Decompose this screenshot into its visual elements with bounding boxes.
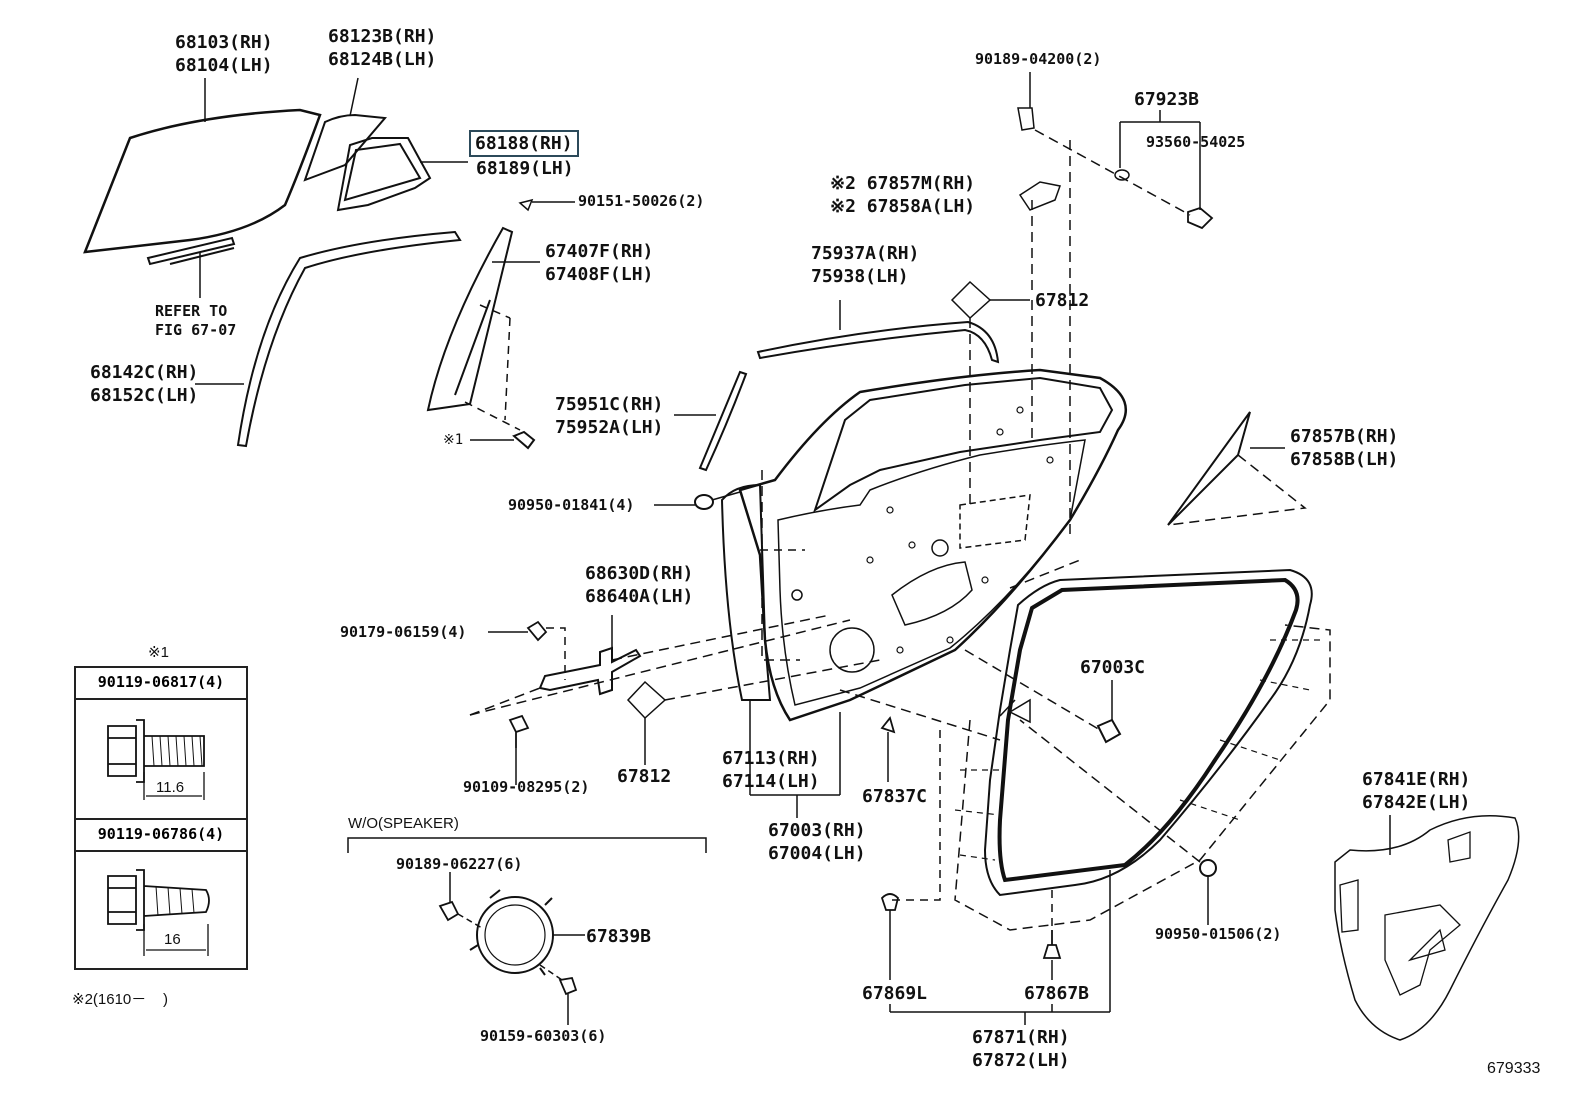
screw-90159-shape [558,976,578,996]
bolt-90109-shape [508,714,530,748]
door-window-frame [813,376,1114,513]
detail-dim2: 16 [164,931,181,948]
cover-67857m-shape [1018,181,1061,211]
clip-90189-shape [1017,107,1035,131]
outer-panel-67113 [720,483,772,701]
label-67857m: ※2 67857M(RH)※2 67858A(LH) [830,173,976,217]
run-channel-shape [236,230,462,448]
detail-bolts-drawing [107,719,210,956]
weatherstrip-shape [983,568,1313,897]
label-67003: 67003(RH)67004(LH) [768,820,866,864]
bolt-x1-shape [512,430,536,450]
detail-dim1: 11.6 [156,779,185,796]
label-68188: 68188(RH)68189(LH) [469,130,579,180]
label-67841e: 67841E(RH)67842E(LH) [1362,769,1471,813]
bolt-90179-shape [526,620,548,642]
detail-box-header: ※1 [148,644,169,661]
pad-67812-bottom-shape [626,680,667,720]
screw-90151-shape [518,198,534,212]
glass-channel-shape [146,236,236,266]
clip-67003c-shape [1096,718,1122,744]
bolt1-drawing [107,719,205,783]
label-90189-06227: 90189-06227(6) [396,855,523,873]
label-67837c: 67837C [862,786,928,807]
label-67113: 67113(RH)67114(LH) [722,748,820,792]
figure-id: 679333 [1487,1060,1541,1077]
label-67867b: 67867B [1024,983,1090,1004]
label-67871: 67871(RH)67872(LH) [972,1027,1070,1071]
label-67407f: 67407F(RH)67408F(LH) [545,241,654,285]
pad-67812-top-shape [950,280,992,320]
label-68142c: 68142C(RH)68152C(LH) [90,362,199,406]
sash-shape [426,226,514,412]
label-67812-bottom: 67812 [617,766,672,787]
label-67003c: 67003C [1080,657,1146,678]
plug-01841-shape [694,494,714,510]
label-67923b: 67923B [1134,89,1200,110]
clip-67869l-shape [880,893,899,911]
service-cover-shape [1334,814,1520,1041]
frame-68188-shape [336,137,432,212]
label-68630d: 68630D(RH)68640A(LH) [585,563,694,607]
door-cutout [891,561,973,626]
clip-67867b-shape [1042,930,1062,959]
label-68103: 68103(RH)68104(LH) [175,32,273,76]
door-cutout2 [959,494,1031,549]
label-93560: 93560-54025 [1146,133,1246,151]
clip-67837c-shape [880,716,896,734]
label-x1-bolt: ※1 [443,432,464,448]
label-90950-01506: 90950-01506(2) [1155,925,1282,943]
tape-shape [698,370,748,472]
door-shell-shape [738,368,1128,722]
clip-06227-shape [438,900,460,922]
film-67857b-shape [1167,411,1251,526]
label-90159: 90159-60303(6) [480,1027,607,1045]
label-wo-speaker: W/O(SPEAKER) [348,815,459,832]
label-67857b: 67857B(RH)67858B(LH) [1290,426,1399,470]
label-67869l: 67869L [862,983,928,1004]
detail-bolt2-label: 90119-06786(4) [76,818,246,852]
label-75937a: 75937A(RH)75938(LH) [811,243,920,287]
detail-box: 90119-06817(4) 90119-06786(4) 11.6 16 [74,666,248,970]
door-glass-shape [83,108,322,254]
label-90151: 90151-50026(2) [578,192,705,210]
check-shape [538,646,642,696]
speaker-ring-shape [476,896,554,974]
label-90179: 90179-06159(4) [340,623,467,641]
note-x2-range: ※2(1610－ ) [72,991,168,1008]
label-90189-04200: 90189-04200(2) [975,50,1102,68]
molding-shape [756,320,1000,364]
door-inner-shape [777,439,1086,706]
label-75951c: 75951C(RH)75952A(LH) [555,394,664,438]
label-90950-01841: 90950-01841(4) [508,496,635,514]
bolt-93560-shape [1187,206,1214,230]
bolt2-drawing [107,869,210,931]
label-67812-top: 67812 [1035,290,1090,311]
detail-bolt1-label: 90119-06817(4) [76,668,246,700]
label-68123b: 68123B(RH)68124B(LH) [328,26,437,70]
label-67839b: 67839B [586,926,652,947]
quarter-glass-shape [303,113,387,182]
label-90109: 90109-08295(2) [463,778,590,796]
plug-01506-shape [1199,859,1217,877]
